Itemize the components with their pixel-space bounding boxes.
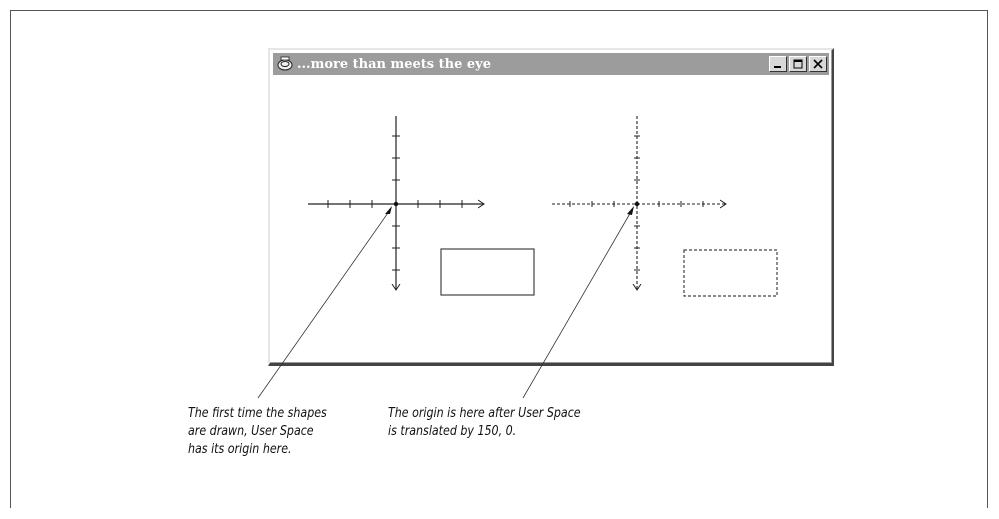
origin-translated xyxy=(634,201,640,207)
close-button[interactable] xyxy=(809,56,827,72)
caption-second-line: The origin is here after User Space xyxy=(388,405,581,421)
title-bar[interactable]: ...more than meets the eye xyxy=(273,53,829,75)
caption-first: The first time the shapes are drawn, Use… xyxy=(188,404,327,458)
ticks-translated xyxy=(569,135,704,271)
close-icon xyxy=(813,59,823,69)
leader-line-second xyxy=(522,209,633,399)
rectangle-translated xyxy=(683,249,778,297)
axes-translated xyxy=(552,116,726,290)
axes-original xyxy=(308,116,484,290)
app-icon[interactable] xyxy=(276,56,294,72)
window-client-area xyxy=(273,77,829,360)
ticks-original xyxy=(327,135,463,271)
caption-first-line: The first time the shapes xyxy=(188,405,327,421)
window-title: ...more than meets the eye xyxy=(297,56,492,72)
maximize-icon xyxy=(793,59,803,69)
caption-first-line: are drawn, User Space xyxy=(188,423,314,439)
caption-first-line: has its origin here. xyxy=(188,441,292,457)
app-window: ...more than meets the eye xyxy=(268,48,834,366)
minimize-button[interactable] xyxy=(769,56,787,72)
origin-original xyxy=(393,201,399,207)
rectangle-original xyxy=(440,248,535,296)
caption-second-line: is translated by 150, 0. xyxy=(388,423,517,439)
maximize-button[interactable] xyxy=(789,56,807,72)
caption-second: The origin is here after User Space is t… xyxy=(388,404,581,440)
minimize-icon xyxy=(774,66,781,68)
leader-arrow-second xyxy=(627,206,634,215)
figure-frame xyxy=(10,10,988,508)
leader-line-first xyxy=(257,209,391,399)
leader-arrow-first xyxy=(385,206,392,214)
